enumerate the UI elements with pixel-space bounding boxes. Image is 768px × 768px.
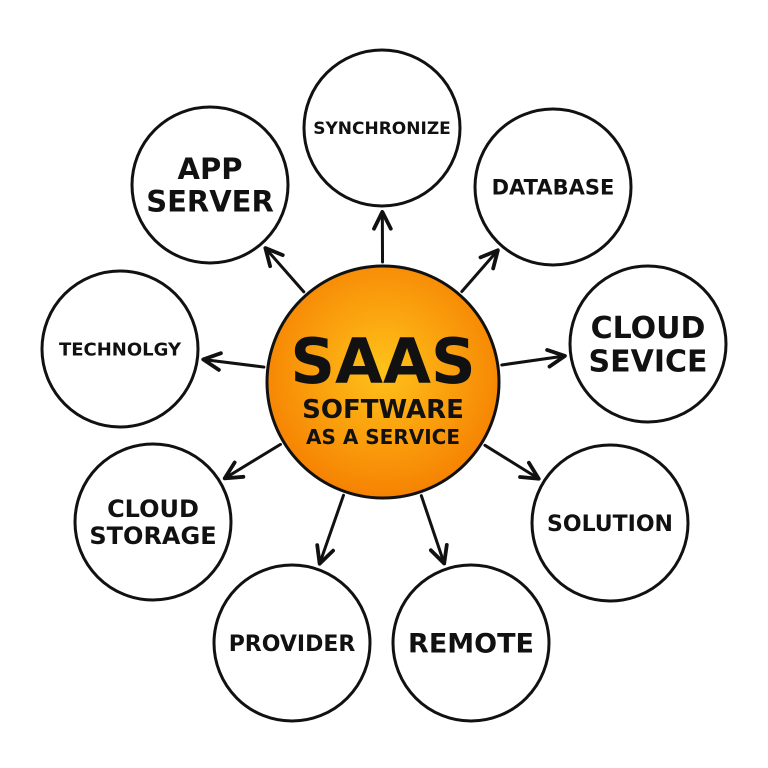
node-label: SYNCHRONIZE [313,119,451,139]
node-provider: PROVIDER [212,563,372,723]
arrow-to-technology [201,351,266,372]
node-circle [473,107,633,267]
node-synchronize: SYNCHRONIZE [302,48,462,208]
connector-arrows [201,210,567,566]
node-label: REMOTE [408,629,534,660]
node-label: CLOUD [591,311,706,346]
central-hub: SAAS SOFTWARE AS A SERVICE [265,264,501,500]
node-circle [568,264,728,424]
hub-title: SAAS [290,325,475,398]
arrow-to-solution [483,443,541,481]
concept-nodes: SYNCHRONIZEDATABASECLOUDSEVICESOLUTIONRE… [40,48,728,723]
node-remote: REMOTE [391,563,551,723]
node-solution: SOLUTION [530,443,690,603]
node-label: SERVER [146,185,274,219]
node-label: STORAGE [89,522,216,550]
node-circle [212,563,372,723]
hub-subtitle-line2: AS A SERVICE [306,425,460,449]
node-label: SOLUTION [547,512,673,537]
node-circle [130,105,290,265]
node-label: APP [178,152,243,186]
hub-subtitle-line1: SOFTWARE [302,395,464,425]
node-circle [530,443,690,603]
hub-circle [265,264,501,500]
arrow-to-app-server [263,246,306,294]
node-label: CLOUD [107,495,199,523]
node-circle [73,442,233,602]
node-label: PROVIDER [229,632,356,657]
node-circle [391,563,551,723]
arrow-to-database [460,248,500,294]
node-label: DATABASE [492,176,615,200]
node-circle [40,269,200,429]
node-circle [302,48,462,208]
node-label: TECHNOLGY [59,339,182,360]
arrow-to-cloud-storage [222,442,282,481]
arrow-to-remote [419,494,449,566]
node-database: DATABASE [473,107,633,267]
node-technology: TECHNOLGY [40,269,200,429]
arrow-to-provider [315,493,345,566]
arrow-to-cloud-service [500,348,567,369]
node-label: SEVICE [589,345,708,380]
